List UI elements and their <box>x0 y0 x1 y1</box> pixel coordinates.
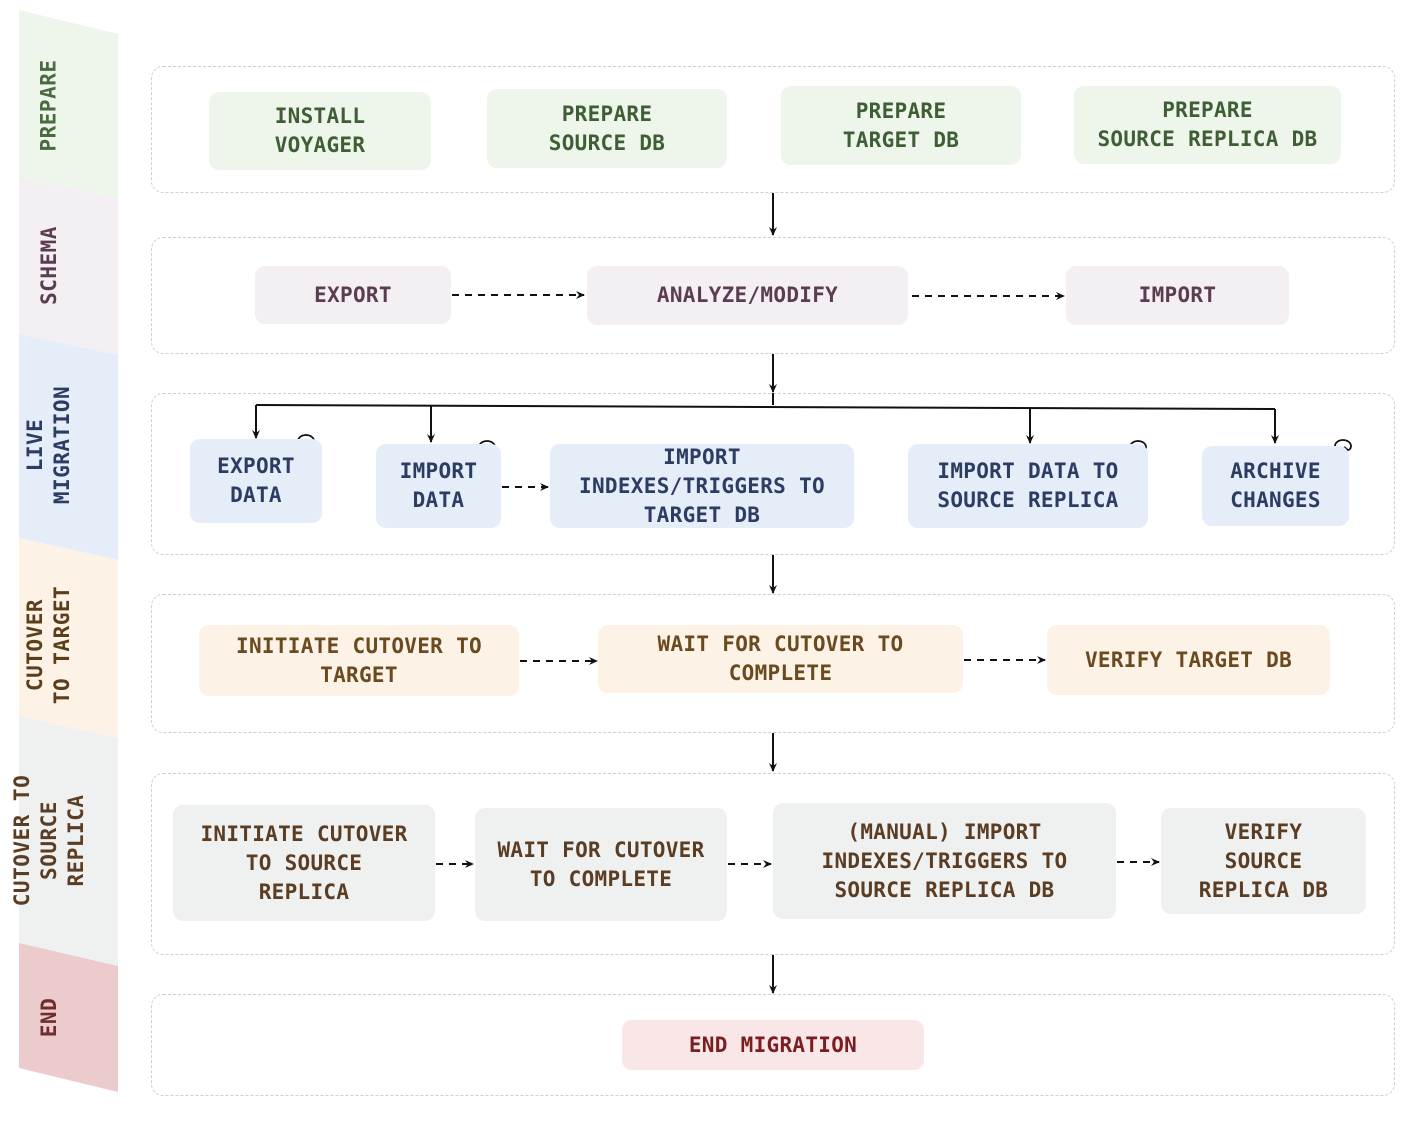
import-data-step: IMPORT DATA <box>376 444 501 528</box>
wait-for-cutover-replica-step: WAIT FOR CUTOVER TO COMPLETE <box>475 808 727 921</box>
import-indexes-triggers-target-step: IMPORT INDEXES/TRIGGERS TO TARGET DB <box>550 444 854 528</box>
section-cutover-to-source-replica <box>151 773 1395 955</box>
schema-export-step: EXPORT <box>255 266 451 324</box>
schema-import-step: IMPORT <box>1066 266 1289 325</box>
prepare-source-db-step: PREPARE SOURCE DB <box>487 89 727 168</box>
schema-analyze-modify-step: ANALYZE/MODIFY <box>587 266 908 325</box>
prepare-source-replica-db-step: PREPARE SOURCE REPLICA DB <box>1074 86 1341 164</box>
live-branch-bus <box>255 393 1276 410</box>
phase-band-end <box>19 943 118 1092</box>
section-schema <box>151 237 1395 354</box>
verify-target-db-step: VERIFY TARGET DB <box>1047 625 1330 695</box>
archive-changes-step: ARCHIVE CHANGES <box>1202 446 1349 526</box>
phase-band-cutover-source-replica <box>19 716 118 966</box>
import-data-to-source-replica-step: IMPORT DATA TO SOURCE REPLICA <box>908 444 1148 528</box>
section-prepare <box>151 66 1395 193</box>
export-data-step: EXPORT DATA <box>190 439 322 523</box>
phase-band-live-migration <box>19 334 118 560</box>
phase-band-prepare <box>19 10 118 199</box>
section-end <box>151 994 1395 1096</box>
phase-band-schema <box>19 177 118 355</box>
manual-import-indexes-triggers-step: (MANUAL) IMPORT INDEXES/TRIGGERS TO SOUR… <box>773 803 1116 919</box>
prepare-target-db-step: PREPARE TARGET DB <box>781 86 1021 165</box>
initiate-cutover-to-target-step: INITIATE CUTOVER TO TARGET <box>199 625 519 696</box>
wait-for-cutover-target-step: WAIT FOR CUTOVER TO COMPLETE <box>598 625 963 693</box>
phase-band-cutover-target <box>19 538 118 738</box>
initiate-cutover-to-source-replica-step: INITIATE CUTOVER TO SOURCE REPLICA <box>173 805 435 921</box>
verify-source-replica-db-step: VERIFY SOURCE REPLICA DB <box>1161 808 1366 914</box>
end-migration-step: END MIGRATION <box>622 1020 924 1070</box>
section-cutover-to-target <box>151 594 1395 733</box>
install-voyager-step: INSTALL VOYAGER <box>209 92 431 170</box>
